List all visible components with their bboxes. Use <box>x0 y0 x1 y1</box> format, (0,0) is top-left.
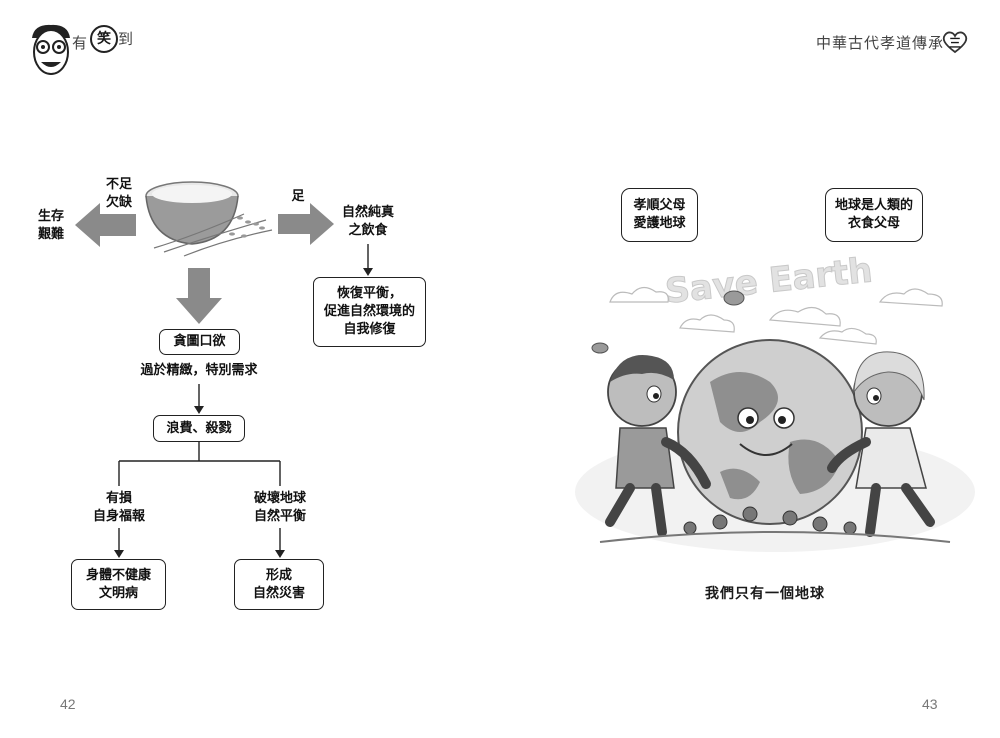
left-thick-arrow <box>75 203 136 247</box>
enough-label: 足 <box>291 189 305 204</box>
logo-char-2-circled: 笑 <box>90 25 118 53</box>
right-page: 中華古代孝道傳承 三 孝順父母 愛護地球 地球是人類的 衣食父母 Save Ea… <box>500 0 1000 738</box>
running-header: 中華古代孝道傳承 三 <box>816 30 976 56</box>
health-box: 身體不健康 文明病 <box>71 559 166 610</box>
rice-bowl-icon <box>145 181 273 257</box>
flowchart-connectors <box>75 203 373 558</box>
down-thick-arrow <box>176 268 222 324</box>
restore-balance-box: 恢復平衡， 促進自然環境的 自我修復 <box>313 277 426 347</box>
heart-badge-icon <box>942 31 968 54</box>
page-number-left: 42 <box>60 696 76 712</box>
illustration-title: Save Earth <box>663 250 874 312</box>
overrefined-label: 過於精緻，特別需求 <box>140 363 258 378</box>
laughing-face-icon <box>32 24 70 75</box>
natural-food-label: 自然純真之飲食 <box>341 205 394 238</box>
running-header-title: 中華古代孝道傳承 <box>816 34 945 52</box>
logo: 有 笑 到 <box>26 22 146 82</box>
destroy-earth-label: 破壞地球自然平衡 <box>253 491 306 524</box>
logo-char-3: 到 <box>118 30 135 48</box>
harm-self-label: 有損自身福報 <box>92 491 145 524</box>
bubble-left: 孝順父母 愛護地球 <box>621 188 698 242</box>
waste-box: 浪費、殺戮 <box>153 415 245 442</box>
bubble-right: 地球是人類的 衣食父母 <box>825 188 923 242</box>
left-page: 有 笑 到 <box>26 22 426 712</box>
illustration-caption: 我們只有一個地球 <box>705 586 825 602</box>
survival-hard-label: 生存艱難 <box>37 209 64 242</box>
not-enough-label: 不足欠缺 <box>105 177 132 210</box>
disaster-box: 形成 自然災害 <box>234 559 324 610</box>
greed-box: 貪圖口欲 <box>159 329 240 355</box>
heart-badge-label: 三 <box>948 36 961 50</box>
save-earth-illustration: Save Earth <box>575 250 975 552</box>
right-thick-arrow <box>278 203 334 245</box>
page-number-right: 43 <box>922 696 938 712</box>
logo-char-1: 有 <box>72 34 89 52</box>
